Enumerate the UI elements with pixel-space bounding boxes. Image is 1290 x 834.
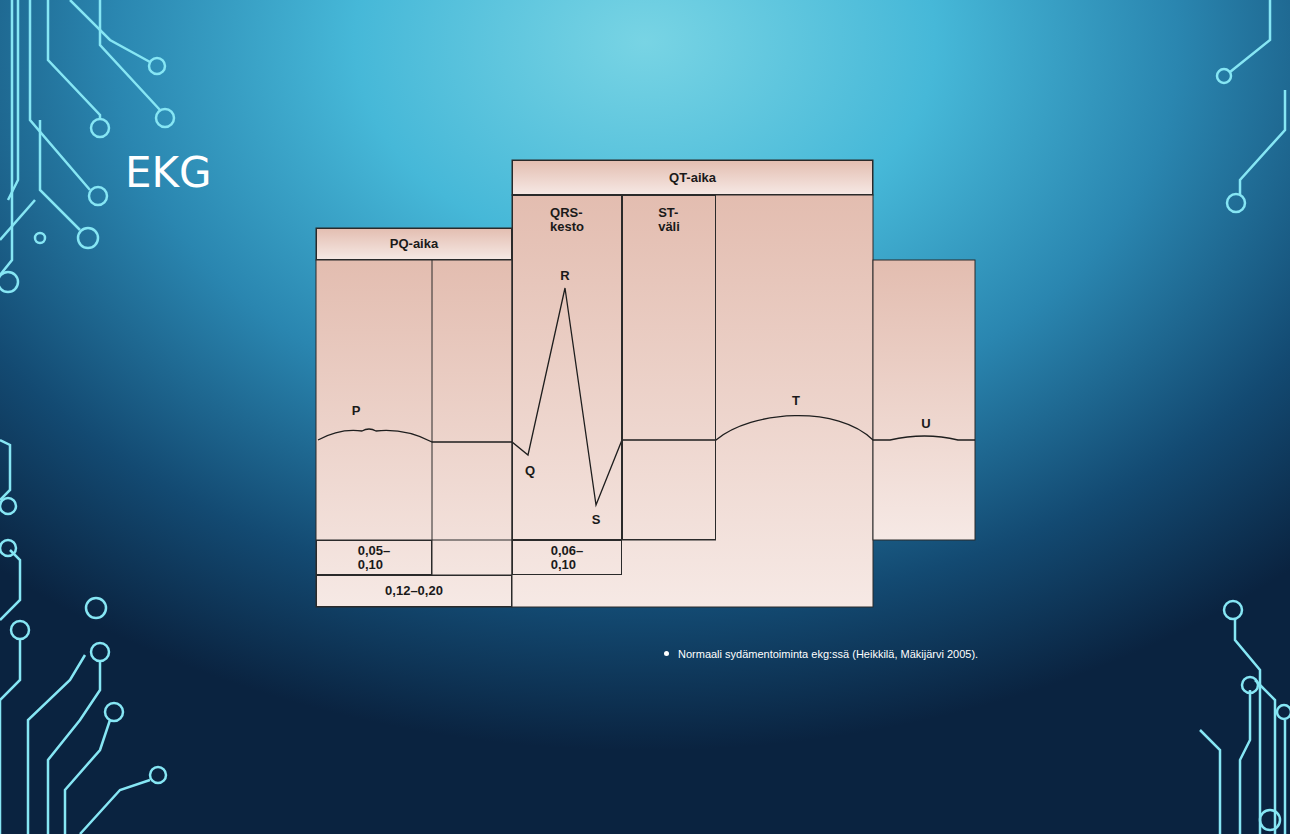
wave-letter: Q <box>525 464 535 477</box>
duration-cell: 0,05– 0,10 <box>316 540 432 575</box>
interval-label: 0,12–0,20 <box>385 584 443 598</box>
interval-box: ST- väli <box>622 195 716 540</box>
interval-label: 0,05– 0,10 <box>358 544 391 571</box>
figure-caption: Normaali sydämentoiminta ekg:ssä (Heikki… <box>678 648 978 661</box>
interval-label: QRS- kesto <box>550 206 584 233</box>
circuit-decoration <box>1200 0 1290 834</box>
wave-letter: R <box>560 269 569 282</box>
interval-label: QT-aika <box>669 171 716 185</box>
wave-letter: U <box>921 417 930 430</box>
interval-header: QT-aika <box>512 160 873 195</box>
ecg-panels <box>316 160 975 607</box>
interval-box: QRS- kesto <box>512 195 622 540</box>
interval-header: PQ-aika <box>316 228 512 260</box>
interval-label: ST- väli <box>658 206 680 233</box>
duration-cell: 0,12–0,20 <box>316 575 512 607</box>
interval-label: PQ-aika <box>390 237 438 251</box>
duration-cell: 0,06– 0,10 <box>512 540 622 575</box>
interval-label: 0,06– 0,10 <box>551 544 584 571</box>
wave-letter: T <box>792 394 800 407</box>
ecg-waveform <box>318 288 975 505</box>
wave-letter: S <box>592 513 601 526</box>
slide-title: EKG <box>125 152 212 194</box>
circuit-decoration <box>0 0 174 834</box>
wave-letter: P <box>352 404 361 417</box>
caption-bullet <box>664 651 669 656</box>
